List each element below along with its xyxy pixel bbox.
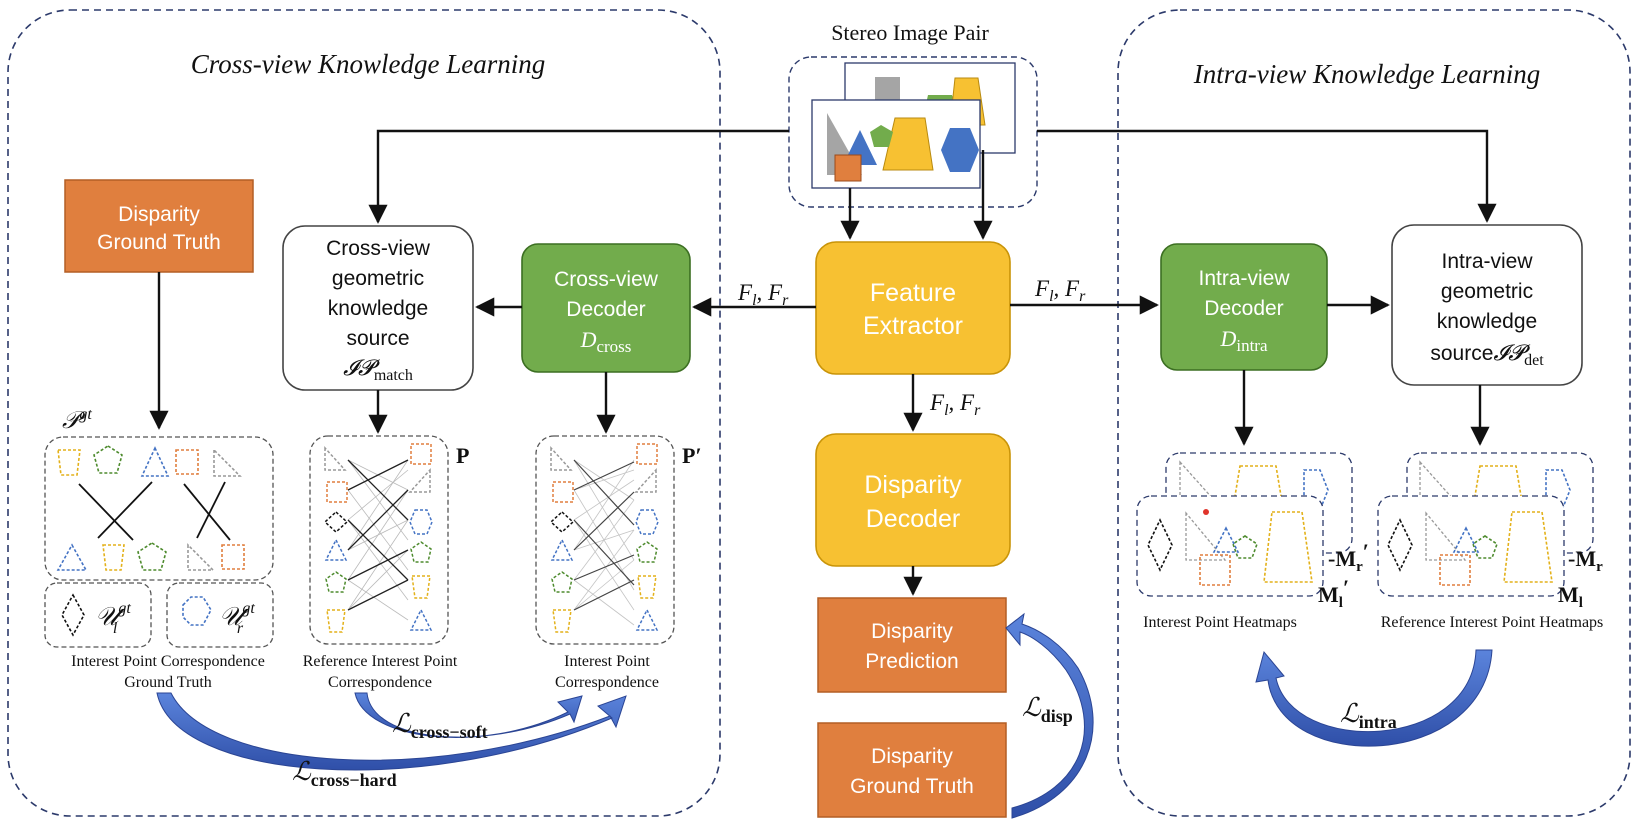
cross-source-line1: Cross-view <box>326 237 431 260</box>
pgt-label: 𝒫gt <box>62 406 92 434</box>
arrow-stereo-to-cross-source <box>368 129 789 224</box>
feature-extractor-line2: Extractor <box>863 312 963 340</box>
intra-source-box <box>1391 224 1583 386</box>
m-r-prime-label: -Mr′ <box>1328 539 1369 575</box>
disparity-gt-left-box <box>64 179 254 273</box>
caption-ipc-gt-line1: Interest Point Correspondence <box>71 653 265 670</box>
cross-source-line4: source <box>346 327 409 350</box>
disparity-decoder-box <box>815 433 1011 567</box>
disparity-gt-left-line1: Disparity <box>118 203 200 226</box>
pgt-correspondence-panel: 𝒫gt <box>44 406 274 581</box>
ref-heatmaps-panel: -Mr Ml <box>1377 452 1603 611</box>
stereo-image-pair <box>788 56 1038 208</box>
predicted-correspondence-panel: P′ <box>535 435 702 645</box>
cross-decoder-line1: Cross-view <box>554 268 659 291</box>
cross-decoder-line2: Decoder <box>566 298 645 321</box>
disparity-gt-bottom-line2: Ground Truth <box>850 775 974 798</box>
flow-arrows <box>149 129 1497 596</box>
reference-correspondence-panel: P <box>309 435 469 645</box>
intra-source-line3: knowledge <box>1437 310 1537 333</box>
heatmaps-panel: -Mr′ Ml′ <box>1136 452 1369 611</box>
arrow-stereo-to-intra-source <box>1037 129 1497 223</box>
m-l-prime-label: Ml′ <box>1318 575 1349 611</box>
caption-ipc-line2: Correspondence <box>555 674 659 691</box>
loss-cross-hard-label: ℒcross−hard <box>292 757 397 790</box>
cross-source-line3: knowledge <box>328 297 428 320</box>
p-prime-label: P′ <box>682 443 702 468</box>
feature-extractor-box <box>815 241 1011 375</box>
cross-view-title: Cross-view Knowledge Learning <box>191 49 546 79</box>
m-r-label: -Mr <box>1568 546 1603 575</box>
intra-decoder-math: Dintra <box>1219 326 1267 355</box>
intra-decoder-line1: Intra-view <box>1198 267 1290 290</box>
loss-arrow-intra <box>1255 649 1493 747</box>
caption-ref-ipc-line1: Reference Interest Point <box>303 653 458 670</box>
loss-arrow-cross-soft <box>354 692 583 738</box>
disparity-prediction-line1: Disparity <box>871 620 953 643</box>
disparity-decoder-line2: Decoder <box>866 505 961 533</box>
feature-label-disparity: Fl, Fr <box>929 390 981 419</box>
disparity-gt-left-line2: Ground Truth <box>97 231 221 254</box>
cross-decoder-math: Dcross <box>580 327 632 356</box>
loss-arrow-disp <box>1005 612 1094 819</box>
caption-heatmaps: Interest Point Heatmaps <box>1143 614 1297 631</box>
p-label: P <box>456 443 469 468</box>
disparity-decoder-line1: Disparity <box>864 471 962 499</box>
caption-ref-heatmaps: Reference Interest Point Heatmaps <box>1381 614 1604 631</box>
stereo-pair-title: Stereo Image Pair <box>831 20 989 45</box>
caption-ipc-gt-line2: Ground Truth <box>124 674 212 691</box>
intra-view-panel <box>1117 9 1631 817</box>
loss-arrow-cross-hard <box>156 692 627 771</box>
disparity-prediction-line2: Prediction <box>865 650 958 673</box>
intra-source-line1: Intra-view <box>1441 250 1533 273</box>
intra-view-title: Intra-view Knowledge Learning <box>1193 59 1540 89</box>
intra-decoder-line2: Decoder <box>1204 297 1283 320</box>
feature-label-cross: Fl, Fr <box>737 280 789 309</box>
feature-label-intra: Fl, Fr <box>1034 276 1086 305</box>
cross-view-panel <box>7 9 721 817</box>
m-l-label: Ml <box>1558 582 1583 611</box>
cross-source-line2: geometric <box>332 267 424 290</box>
caption-ipc-line1: Interest Point <box>564 653 650 670</box>
disparity-gt-bottom-line1: Disparity <box>871 745 953 768</box>
disparity-prediction-box <box>817 597 1007 693</box>
cross-source-math: 𝓘𝓟match <box>343 355 413 384</box>
disparity-gt-bottom-box <box>817 722 1007 818</box>
loss-cross-soft-label: ℒcross−soft <box>392 709 488 742</box>
caption-ref-ipc-line2: Correspondence <box>328 674 432 691</box>
loss-intra-label: ℒintra <box>1340 699 1397 732</box>
feature-extractor-line1: Feature <box>870 279 956 307</box>
loss-disp-label: ℒdisp <box>1022 693 1073 726</box>
intra-source-line2: geometric <box>1441 280 1533 303</box>
intra-source-line4: source𝓘𝓟det <box>1430 340 1544 369</box>
